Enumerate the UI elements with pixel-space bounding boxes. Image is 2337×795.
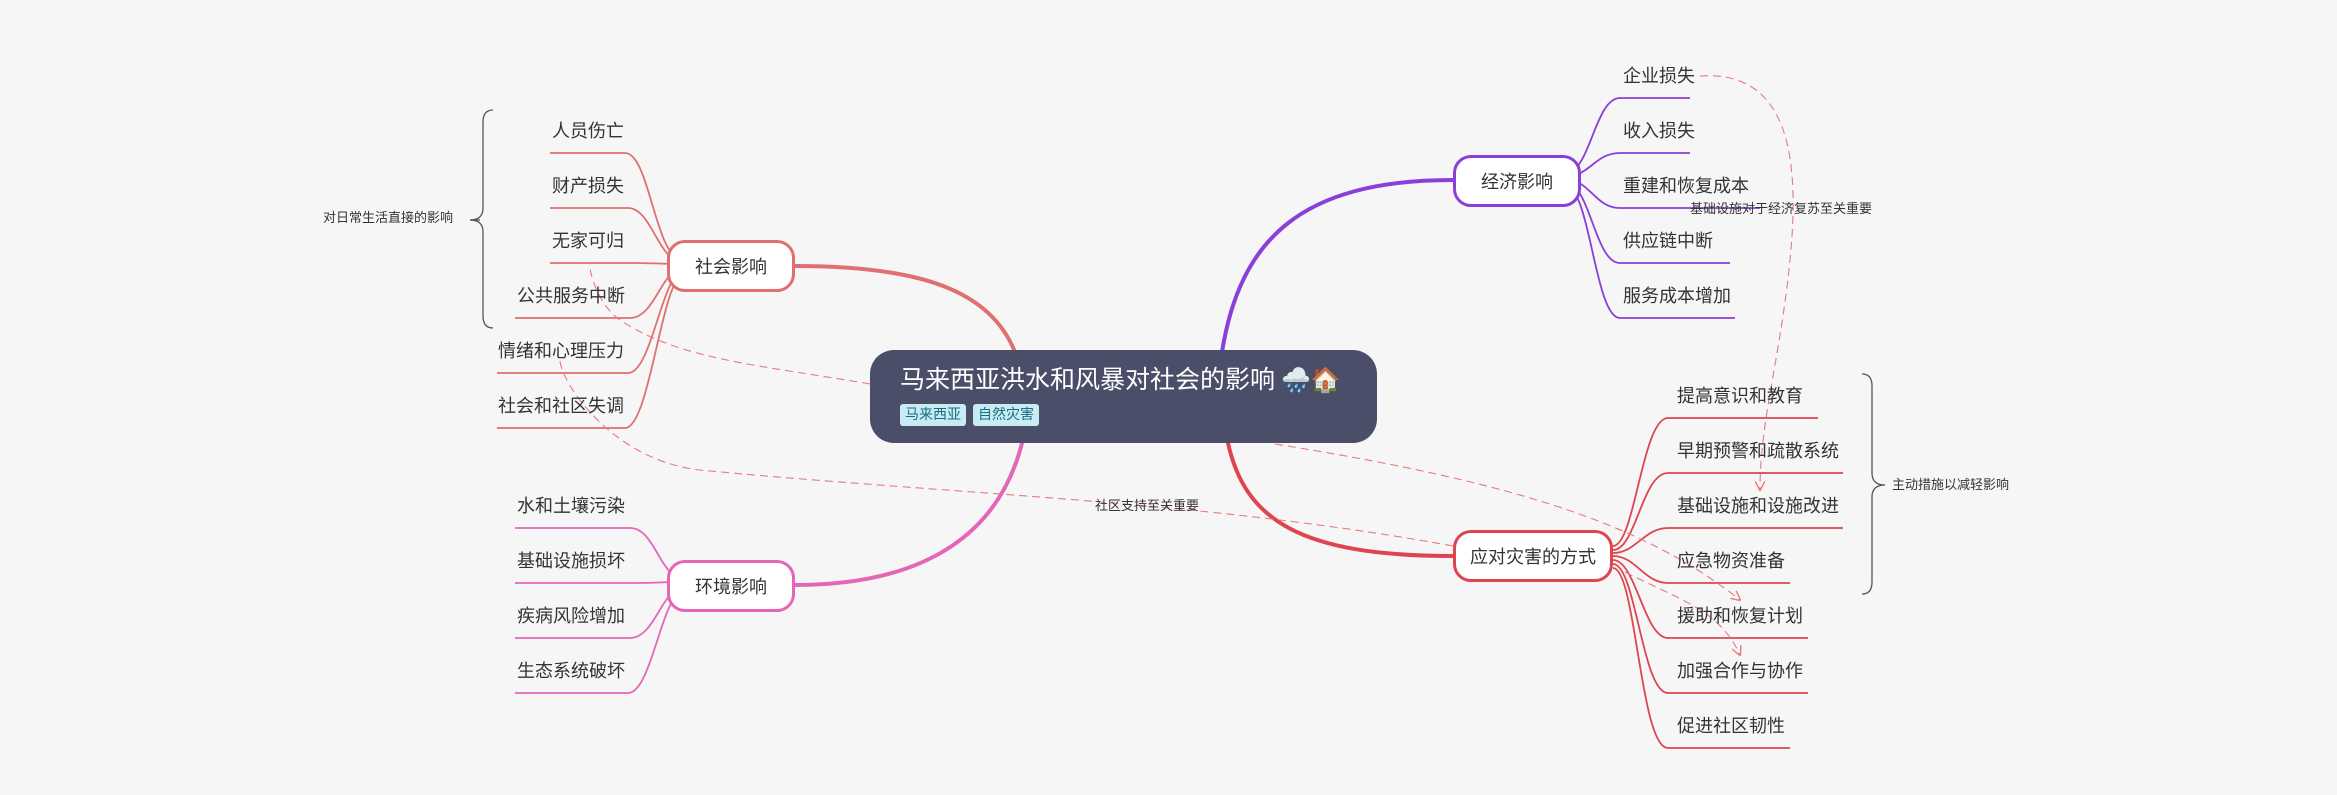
relation-label-infrastructure-economy[interactable]: 基础设施对于经济复苏至关重要 — [1690, 202, 1873, 217]
leaf-service-cost[interactable]: 服务成本增加 — [1623, 286, 1731, 307]
leaf-community-resilience[interactable]: 促进社区韧性 — [1677, 716, 1785, 737]
leaf-business-loss[interactable]: 企业损失 — [1623, 66, 1695, 87]
leaf-water-soil-pollution[interactable]: 水和土壤污染 — [517, 496, 625, 517]
leaf-supply-chain[interactable]: 供应链中断 — [1623, 231, 1713, 252]
trunk-response — [1226, 441, 1455, 558]
leaf-ecosystem-damage[interactable]: 生态系统破坏 — [517, 661, 625, 682]
leaf-aid-recovery[interactable]: 援助和恢复计划 — [1677, 606, 1803, 627]
trunk-social — [793, 264, 1017, 354]
topic-tags: 马来西亚 自然灾害 — [900, 404, 1377, 426]
leaf-property-loss[interactable]: 财产损失 — [552, 176, 624, 197]
relation-label-community-support[interactable]: 社区支持至关重要 — [1095, 499, 1200, 514]
leaf-disease-risk[interactable]: 疾病风险增加 — [517, 606, 625, 627]
trunk-economy — [1220, 178, 1455, 354]
response-connectors — [1612, 417, 1843, 749]
leaf-public-service-disruption[interactable]: 公共服务中断 — [517, 286, 625, 307]
central-topic[interactable]: 马来西亚洪水和风暴对社会的影响🌧️🏠 马来西亚 自然灾害 — [870, 350, 1377, 443]
leaf-community-disorder[interactable]: 社会和社区失调 — [498, 396, 624, 417]
leaf-casualties[interactable]: 人员伤亡 — [552, 121, 624, 142]
leaf-emotional-stress[interactable]: 情绪和心理压力 — [498, 341, 624, 362]
summary-daily-life[interactable]: 对日常生活直接的影响 — [323, 211, 454, 226]
branch-economic-impact[interactable]: 经济影响 — [1453, 155, 1581, 207]
leaf-infrastructure-improvement[interactable]: 基础设施和设施改进 — [1677, 496, 1839, 517]
trunk-environment — [793, 441, 1024, 587]
tag-natural-disaster[interactable]: 自然灾害 — [973, 404, 1039, 426]
leaf-infrastructure-damage[interactable]: 基础设施损坏 — [517, 551, 625, 572]
branch-social-impact[interactable]: 社会影响 — [667, 240, 795, 292]
tag-malaysia[interactable]: 马来西亚 — [900, 404, 966, 426]
leaf-early-warning[interactable]: 早期预警和疏散系统 — [1677, 441, 1839, 462]
relationship-lines — [559, 75, 1794, 655]
leaf-rebuild-cost[interactable]: 重建和恢复成本 — [1623, 176, 1749, 197]
leaf-emergency-supplies[interactable]: 应急物资准备 — [1677, 551, 1785, 572]
bracket-daily-life — [469, 109, 494, 329]
branch-environment-impact[interactable]: 环境影响 — [667, 560, 795, 612]
leaf-awareness-education[interactable]: 提高意识和教育 — [1677, 386, 1803, 407]
bracket-proactive — [1861, 373, 1886, 595]
leaf-income-loss[interactable]: 收入损失 — [1623, 121, 1695, 142]
branch-disaster-response[interactable]: 应对灾害的方式 — [1453, 530, 1613, 582]
leaf-homeless[interactable]: 无家可归 — [552, 231, 624, 252]
rain-house-emoji: 🌧️🏠 — [1281, 366, 1341, 394]
leaf-cooperation[interactable]: 加强合作与协作 — [1677, 661, 1803, 682]
summary-proactive[interactable]: 主动措施以减轻影响 — [1892, 478, 2010, 493]
central-topic-title: 马来西亚洪水和风暴对社会的影响 — [900, 365, 1276, 394]
